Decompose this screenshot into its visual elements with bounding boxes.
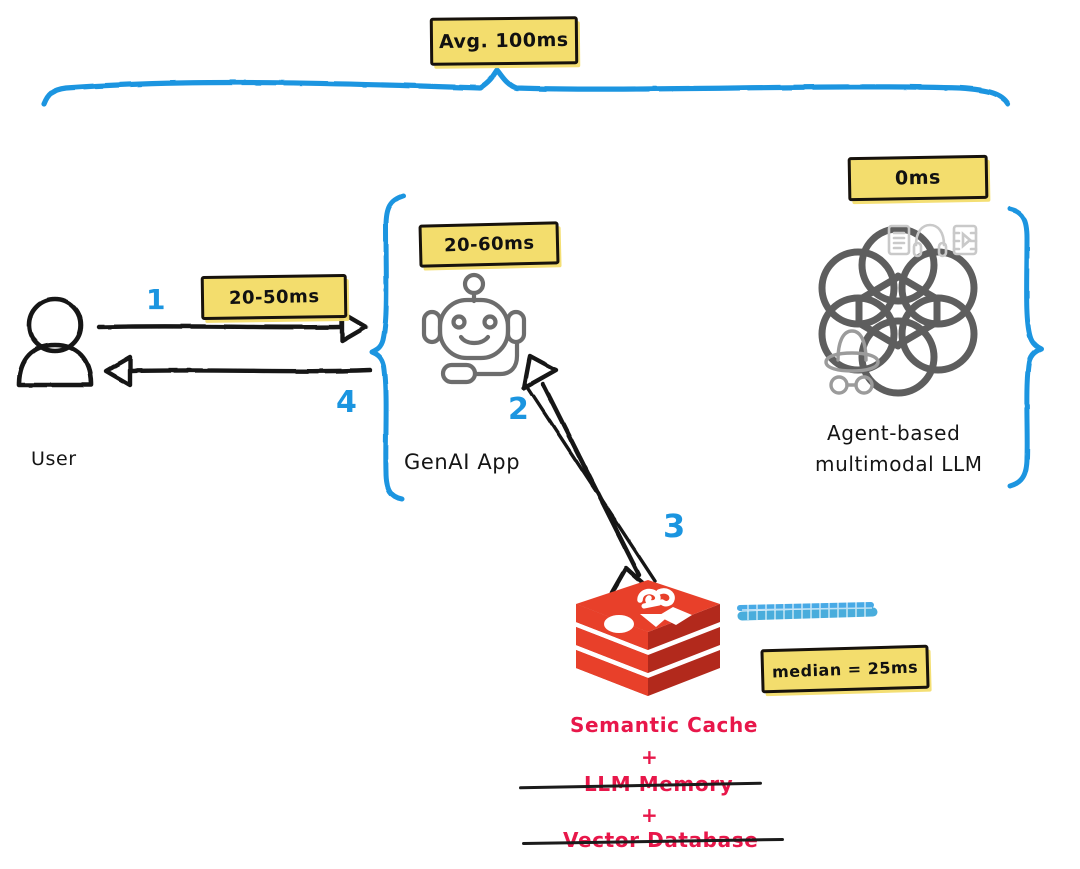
note-cache-median-text: median = 25ms xyxy=(771,656,919,682)
arrow-app-to-user xyxy=(103,354,373,388)
blue-scribble xyxy=(737,599,878,621)
step-number-1: 1 xyxy=(146,283,166,316)
headphones-icon xyxy=(912,223,948,258)
genai-left-brace xyxy=(369,193,406,502)
document-icon xyxy=(887,224,911,256)
user-icon xyxy=(16,296,94,388)
detective-icon xyxy=(824,329,880,395)
note-user-to-app-text: 20-50ms xyxy=(228,285,320,309)
genai-app-label: GenAI App xyxy=(404,450,521,474)
note-avg-total: Avg. 100ms xyxy=(429,16,579,66)
step-number-2: 2 xyxy=(508,392,529,427)
note-app-latency-text: 20-60ms xyxy=(443,232,535,257)
arrow-user-to-app xyxy=(96,310,369,344)
cache-label-semantic-cache: Semantic Cache xyxy=(570,713,759,737)
cache-label-plus-1: + xyxy=(641,745,659,769)
llm-label-line1: Agent-based xyxy=(827,421,961,445)
cache-label-plus-2: + xyxy=(641,803,659,827)
note-app-latency: 20-60ms xyxy=(418,221,560,268)
robot-icon xyxy=(421,272,527,385)
user-label: User xyxy=(31,448,77,470)
step-number-4: 4 xyxy=(336,385,357,420)
llm-label-line2: multimodal LLM xyxy=(815,452,983,476)
note-user-to-app: 20-50ms xyxy=(200,273,348,321)
note-llm-latency: 0ms xyxy=(847,154,989,202)
llm-right-brace xyxy=(1007,206,1044,489)
step-number-3: 3 xyxy=(663,507,686,545)
video-icon xyxy=(952,224,978,256)
redis-cube-icon xyxy=(576,580,720,696)
note-avg-total-text: Avg. 100ms xyxy=(439,28,569,54)
arrow-cache-to-app xyxy=(521,353,657,583)
note-cache-median: median = 25ms xyxy=(760,644,930,694)
top-brace xyxy=(41,67,1011,107)
note-llm-latency-text: 0ms xyxy=(894,166,942,190)
